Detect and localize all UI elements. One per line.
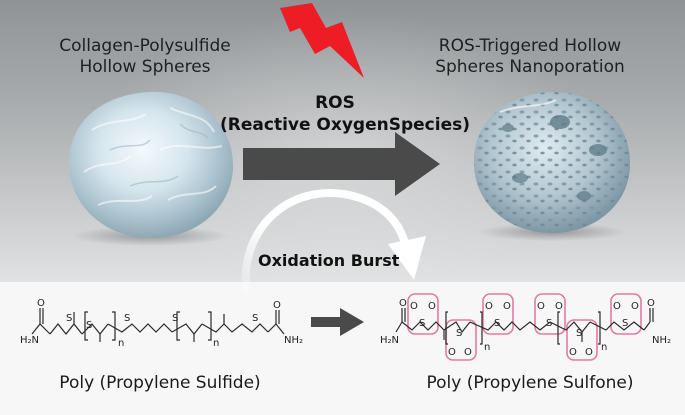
ppsu-atom-o-1b: O (428, 301, 436, 312)
nanoporated-sphere (473, 91, 631, 234)
ros-label-line-2: (Reactive OxygenSpecies) (220, 115, 470, 135)
ppsu-atom-o-6a: O (613, 301, 621, 312)
ppsu-atom-o-3a: O (485, 301, 493, 312)
oxidation-curve-arrow (241, 189, 408, 294)
pps-amide-right: NH₂ (284, 335, 303, 346)
oxidation-burst-label: Oxidation Burst (258, 251, 400, 270)
ppsu-amide-left: H₂N (380, 335, 399, 346)
ppsu-atom-s-6: S (622, 318, 628, 329)
pps-subscript-n-1: n (118, 338, 124, 349)
pps-subscript-n-2: n (213, 338, 219, 349)
ppsu-polymer-label: Poly (Propylene Sulfone) (426, 373, 634, 393)
ros-label-line-1: ROS (315, 93, 355, 113)
oxidation-arrowhead (388, 236, 426, 280)
ppsu-atoms: H₂N O O S O S O O n O S O O S O S O O n … (380, 298, 671, 358)
ppsu-atom-o-3b: O (503, 301, 511, 312)
ppsu-amide-right: NH₂ (652, 335, 671, 346)
lightning-icon (280, 3, 364, 78)
ppsu-atom-o-1a: O (410, 301, 418, 312)
ppsu-atom-o-4a: O (537, 301, 545, 312)
ppsu-atom-o-2a: O (448, 347, 456, 358)
ppsu-atom-o-right: O (647, 298, 655, 309)
nanoporation-label-line-1: ROS-Triggered Hollow (438, 36, 622, 56)
pps-atom-s-1: S (66, 313, 72, 324)
ppsu-atom-s-4: S (546, 318, 552, 329)
pps-atom-s-2: S (86, 320, 92, 331)
nanoporation-label: ROS-Triggered Hollow Spheres Nanoporatio… (410, 36, 650, 78)
ppsu-structure (395, 308, 654, 345)
ppsu-atom-s-3: S (494, 318, 500, 329)
ppsu-atom-o-5b: O (585, 347, 593, 358)
ppsu-atom-o-2b: O (464, 347, 472, 358)
pps-atom-s-5: S (252, 313, 258, 324)
pps-atoms: H₂N O S S n S S n S O NH₂ (20, 298, 303, 349)
ppsu-atom-s-1: S (419, 318, 425, 329)
collagen-sphere-label: Collagen-Polysulfide Hollow Spheres (40, 36, 250, 78)
chemistry-panel (0, 282, 685, 415)
pps-atom-s-4: S (172, 313, 178, 324)
pps-atom-s-3: S (124, 313, 130, 324)
pps-polymer-label: Poly (Propylene Sulfide) (59, 373, 261, 393)
transition-arrow (243, 132, 440, 196)
pps-structure (31, 308, 285, 342)
collagen-sphere (68, 91, 234, 238)
ppsu-atom-s-5: S (576, 328, 582, 339)
collagen-sphere-label-line-2: Hollow Spheres (79, 57, 211, 77)
ppsu-atom-o-5a: O (569, 347, 577, 358)
ppsu-subscript-n-1: n (484, 342, 490, 353)
collagen-sphere-label-line-1: Collagen-Polysulfide (59, 36, 231, 56)
pps-atom-o-right: O (273, 300, 281, 311)
nanoporation-label-line-2: Spheres Nanoporation (435, 57, 625, 77)
pps-atom-o-left: O (37, 298, 45, 309)
ppsu-atom-o-left: O (399, 298, 407, 309)
pps-amide-left: H₂N (20, 335, 39, 346)
ppsu-atom-s-2: S (456, 328, 462, 339)
ros-label: ROS (Reactive OxygenSpecies) (220, 92, 470, 136)
reaction-arrow (311, 308, 364, 336)
ppsu-atom-o-6b: O (631, 301, 639, 312)
ppsu-atom-o-4b: O (555, 301, 563, 312)
ppsu-subscript-n-2: n (601, 342, 607, 353)
